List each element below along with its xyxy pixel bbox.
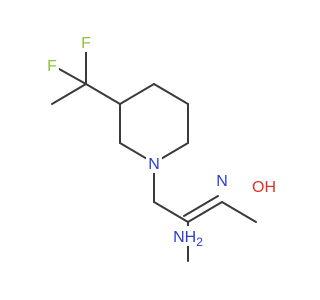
bond-c-n-double-a [187, 201, 223, 223]
atom-fluorine-left: F [47, 58, 57, 75]
bond-c3-c4 [119, 83, 155, 105]
atom-amine-main: NH [173, 229, 196, 246]
label-bg-n-imine [215, 170, 229, 190]
atom-amine: NH2 [173, 229, 203, 249]
atom-hydroxyl-hydrogen: H [264, 179, 276, 196]
label-bg-f-top [79, 32, 93, 52]
atom-amine-subscript: 2 [196, 235, 203, 249]
label-bg-n-ring [146, 153, 162, 173]
atom-label-backgrounds [45, 32, 281, 246]
molecule-structure: F F N N OH NH2 [45, 32, 281, 262]
label-bg-f-left [45, 55, 59, 75]
atom-hydroxyl: OH [252, 179, 276, 196]
bond-c3-cf2 [85, 83, 121, 105]
bond-ch2-amidine-c [153, 201, 189, 223]
atom-labels: F F N N OH NH2 [47, 35, 276, 249]
bond-c-n-double-b [183, 195, 219, 217]
bond-n-o [221, 201, 257, 223]
atom-oxygen: O [252, 179, 264, 196]
bond-c4-c5 [153, 83, 189, 105]
label-bg-nh2 [170, 226, 210, 246]
atom-nitrogen-imine: N [216, 173, 228, 190]
label-bg-oh [247, 176, 281, 196]
atom-fluorine-top: F [81, 35, 91, 52]
bond-cf2-methyl [51, 83, 87, 105]
atom-nitrogen-ring: N [148, 156, 160, 173]
